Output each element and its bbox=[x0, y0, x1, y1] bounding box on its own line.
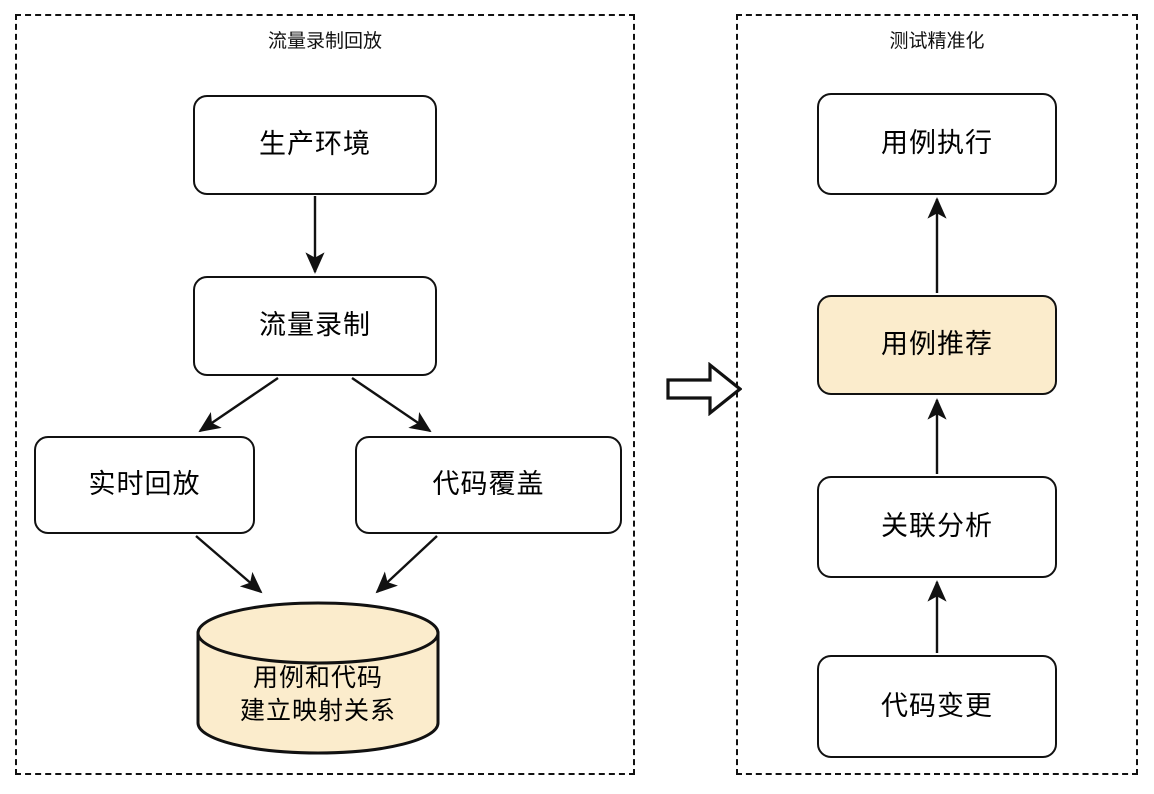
cylinder-shape bbox=[196, 601, 440, 755]
panel-test-precision bbox=[736, 14, 1138, 775]
panel-traffic-record-replay bbox=[15, 14, 635, 775]
node-label: 代码覆盖 bbox=[432, 469, 545, 500]
node-label: 流量录制 bbox=[259, 310, 371, 341]
node-label: 生产环境 bbox=[259, 129, 371, 160]
node-case-code-mapping-datastore[interactable]: 用例和代码 建立映射关系 bbox=[195, 600, 441, 756]
node-relation-analysis[interactable]: 关联分析 bbox=[817, 476, 1057, 578]
node-case-execution[interactable]: 用例执行 bbox=[817, 93, 1057, 195]
node-code-coverage[interactable]: 代码覆盖 bbox=[355, 436, 622, 534]
node-case-recommendation[interactable]: 用例推荐 bbox=[817, 295, 1057, 395]
block-arrow-right-icon bbox=[666, 361, 743, 417]
panel-traffic-record-replay-title: 流量录制回放 bbox=[267, 31, 382, 52]
node-traffic-recording[interactable]: 流量录制 bbox=[193, 276, 437, 376]
node-label: 代码变更 bbox=[881, 690, 993, 721]
node-label: 用例推荐 bbox=[881, 329, 993, 360]
node-label: 关联分析 bbox=[881, 511, 993, 542]
node-realtime-replay[interactable]: 实时回放 bbox=[34, 436, 255, 534]
node-label: 用例执行 bbox=[881, 128, 993, 159]
node-label: 实时回放 bbox=[88, 469, 201, 500]
node-code-change[interactable]: 代码变更 bbox=[817, 655, 1057, 758]
node-production-environment[interactable]: 生产环境 bbox=[193, 95, 437, 195]
panel-test-precision-title: 测试精准化 bbox=[889, 31, 985, 52]
